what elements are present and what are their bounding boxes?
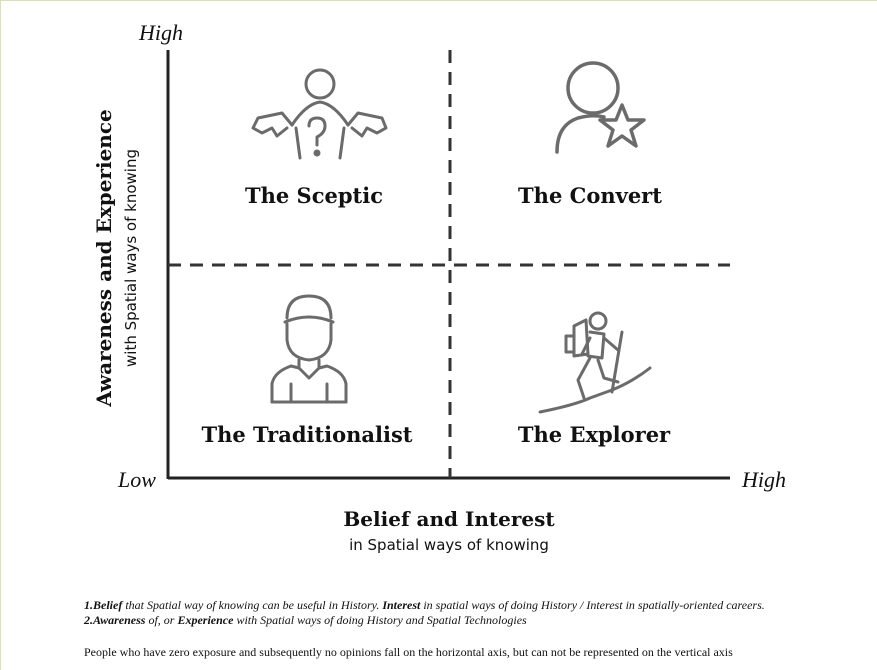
footnote-1-text: that Spatial way of knowing can be usefu… bbox=[122, 598, 383, 612]
y-axis-subtitle: with Spatial ways of knowing bbox=[122, 149, 140, 367]
y-axis-title: Awareness and Experience bbox=[92, 109, 116, 407]
y-axis-high-label: High bbox=[139, 20, 183, 45]
quadrant-label-convert: The Convert bbox=[518, 183, 662, 208]
footnote-1: 1.Belief that Spatial way of knowing can… bbox=[84, 598, 765, 613]
footnote-2: 2.Awareness of, or Experience with Spati… bbox=[84, 613, 527, 628]
x-axis-subtitle: in Spatial ways of knowing bbox=[349, 536, 549, 554]
footnote-1-term2: Interest bbox=[382, 598, 421, 612]
footnote-2-number: 2. bbox=[84, 613, 93, 627]
footnote-2-term2: Experience bbox=[177, 613, 234, 627]
footnote-2-text: of, or bbox=[145, 613, 178, 627]
sceptic-shrug-icon bbox=[251, 68, 388, 160]
traditionalist-person-icon bbox=[270, 294, 348, 404]
x-axis-title: Belief and Interest bbox=[343, 507, 555, 531]
quadrant-label-explorer: The Explorer bbox=[517, 422, 671, 447]
y-axis-low-label: Low bbox=[118, 467, 156, 492]
hiker-icon bbox=[538, 311, 652, 414]
person-star-icon bbox=[555, 61, 646, 154]
footnote-1-term: Belief bbox=[93, 598, 123, 612]
quadrant-label-sceptic: The Sceptic bbox=[244, 183, 384, 208]
quadrant-label-traditionalist: The Traditionalist bbox=[201, 422, 413, 447]
footnote-1-number: 1. bbox=[84, 598, 93, 612]
footnote-2-term: Awareness bbox=[93, 613, 146, 627]
footnote-1-text2: in spatial ways of doing History / Inter… bbox=[420, 598, 765, 612]
zero-exposure-note: People who have zero exposure and subseq… bbox=[84, 645, 733, 659]
x-axis-high-label: High bbox=[742, 467, 786, 492]
footnote-2-text2: with Spatial ways of doing History and S… bbox=[233, 613, 527, 627]
